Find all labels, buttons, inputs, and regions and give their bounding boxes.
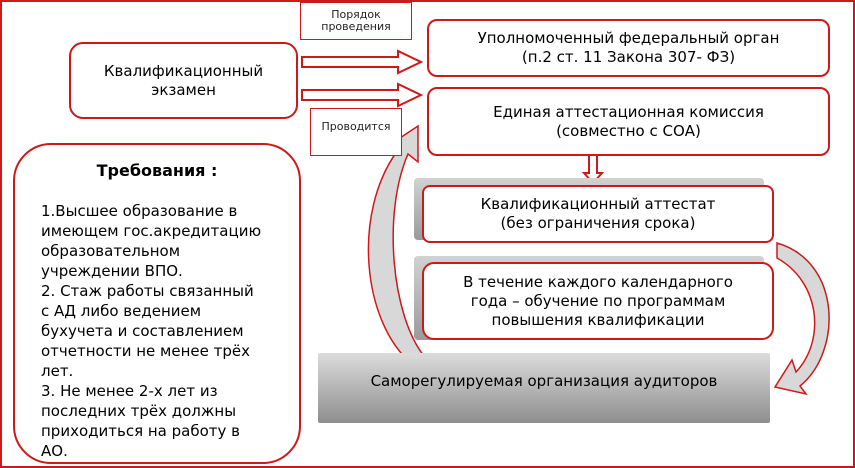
federal-body-box: Уполномоченный федеральный орган (п.2 ст… xyxy=(427,19,830,77)
exam-box: Квалификационный экзамен xyxy=(69,42,298,119)
requirements-line: лет. xyxy=(41,362,74,380)
sro-bar: Саморегулируемая организация аудиторов xyxy=(318,353,770,423)
requirements-line: АО. xyxy=(41,442,68,460)
order-label: Порядок проведения xyxy=(300,2,412,40)
federal-body-line-1: Уполномоченный федеральный орган xyxy=(477,29,780,47)
training-line-2: года – обучение по программам xyxy=(470,291,726,310)
requirements-list: 1.Высшее образование в имеющем гос.акред… xyxy=(41,201,299,461)
sro-text: Саморегулируемая организация аудиторов xyxy=(370,372,718,390)
requirements-line: последних трёх должны xyxy=(41,402,237,420)
training-line-3: повышения квалификации xyxy=(491,310,705,329)
arrow-certificate-to-sro xyxy=(773,241,830,396)
exam-line-1: Квалификационный xyxy=(103,61,264,80)
requirements-line: отчетности не менее трёх xyxy=(41,342,250,360)
requirements-line: с АД либо ведением xyxy=(41,302,202,320)
arrow-exam-to-commission xyxy=(301,82,424,108)
conducted-label-text: Проводится xyxy=(321,120,391,133)
requirements-line: 2. Стаж работы связанный xyxy=(41,282,254,300)
commission-line-1: Единая аттестационная комиссия xyxy=(493,102,764,121)
requirements-line: учреждении ВПО. xyxy=(41,262,183,280)
arrow-exam-to-federal xyxy=(301,49,424,75)
requirements-line: 1.Высшее образование в xyxy=(41,202,238,220)
exam-line-2: экзамен xyxy=(151,80,216,99)
certificate-line-1: Квалификационный аттестат xyxy=(480,195,716,213)
requirements-line: образовательном xyxy=(41,242,181,260)
certificate-line-2: (без ограничения срока) xyxy=(500,214,696,232)
order-label-line-2: проведения xyxy=(321,20,391,33)
requirements-line: приходиться на работу в xyxy=(41,422,240,440)
commission-line-2: (совместно с СОА) xyxy=(556,121,701,140)
conducted-label: Проводится xyxy=(310,108,402,156)
requirements-line: имеющем гос.акредитацию xyxy=(41,222,262,240)
arrow-sro-to-commission xyxy=(367,124,426,365)
requirements-line: 3. Не менее 2-х лет из xyxy=(41,382,218,400)
certificate-box: Квалификационный аттестат (без ограничен… xyxy=(422,185,774,243)
order-label-line-1: Порядок xyxy=(331,8,381,21)
training-box: В течение каждого календарного года – об… xyxy=(422,262,774,340)
commission-box: Единая аттестационная комиссия (совместн… xyxy=(427,87,830,156)
training-line-1: В течение каждого календарного xyxy=(463,272,733,291)
requirements-box: Требования : 1.Высшее образование в имею… xyxy=(13,143,301,464)
requirements-line: бухучета и составлением xyxy=(41,322,244,340)
federal-body-line-2: (п.2 ст. 11 Закона 307- ФЗ) xyxy=(521,48,736,66)
requirements-title: Требования : xyxy=(96,161,218,180)
